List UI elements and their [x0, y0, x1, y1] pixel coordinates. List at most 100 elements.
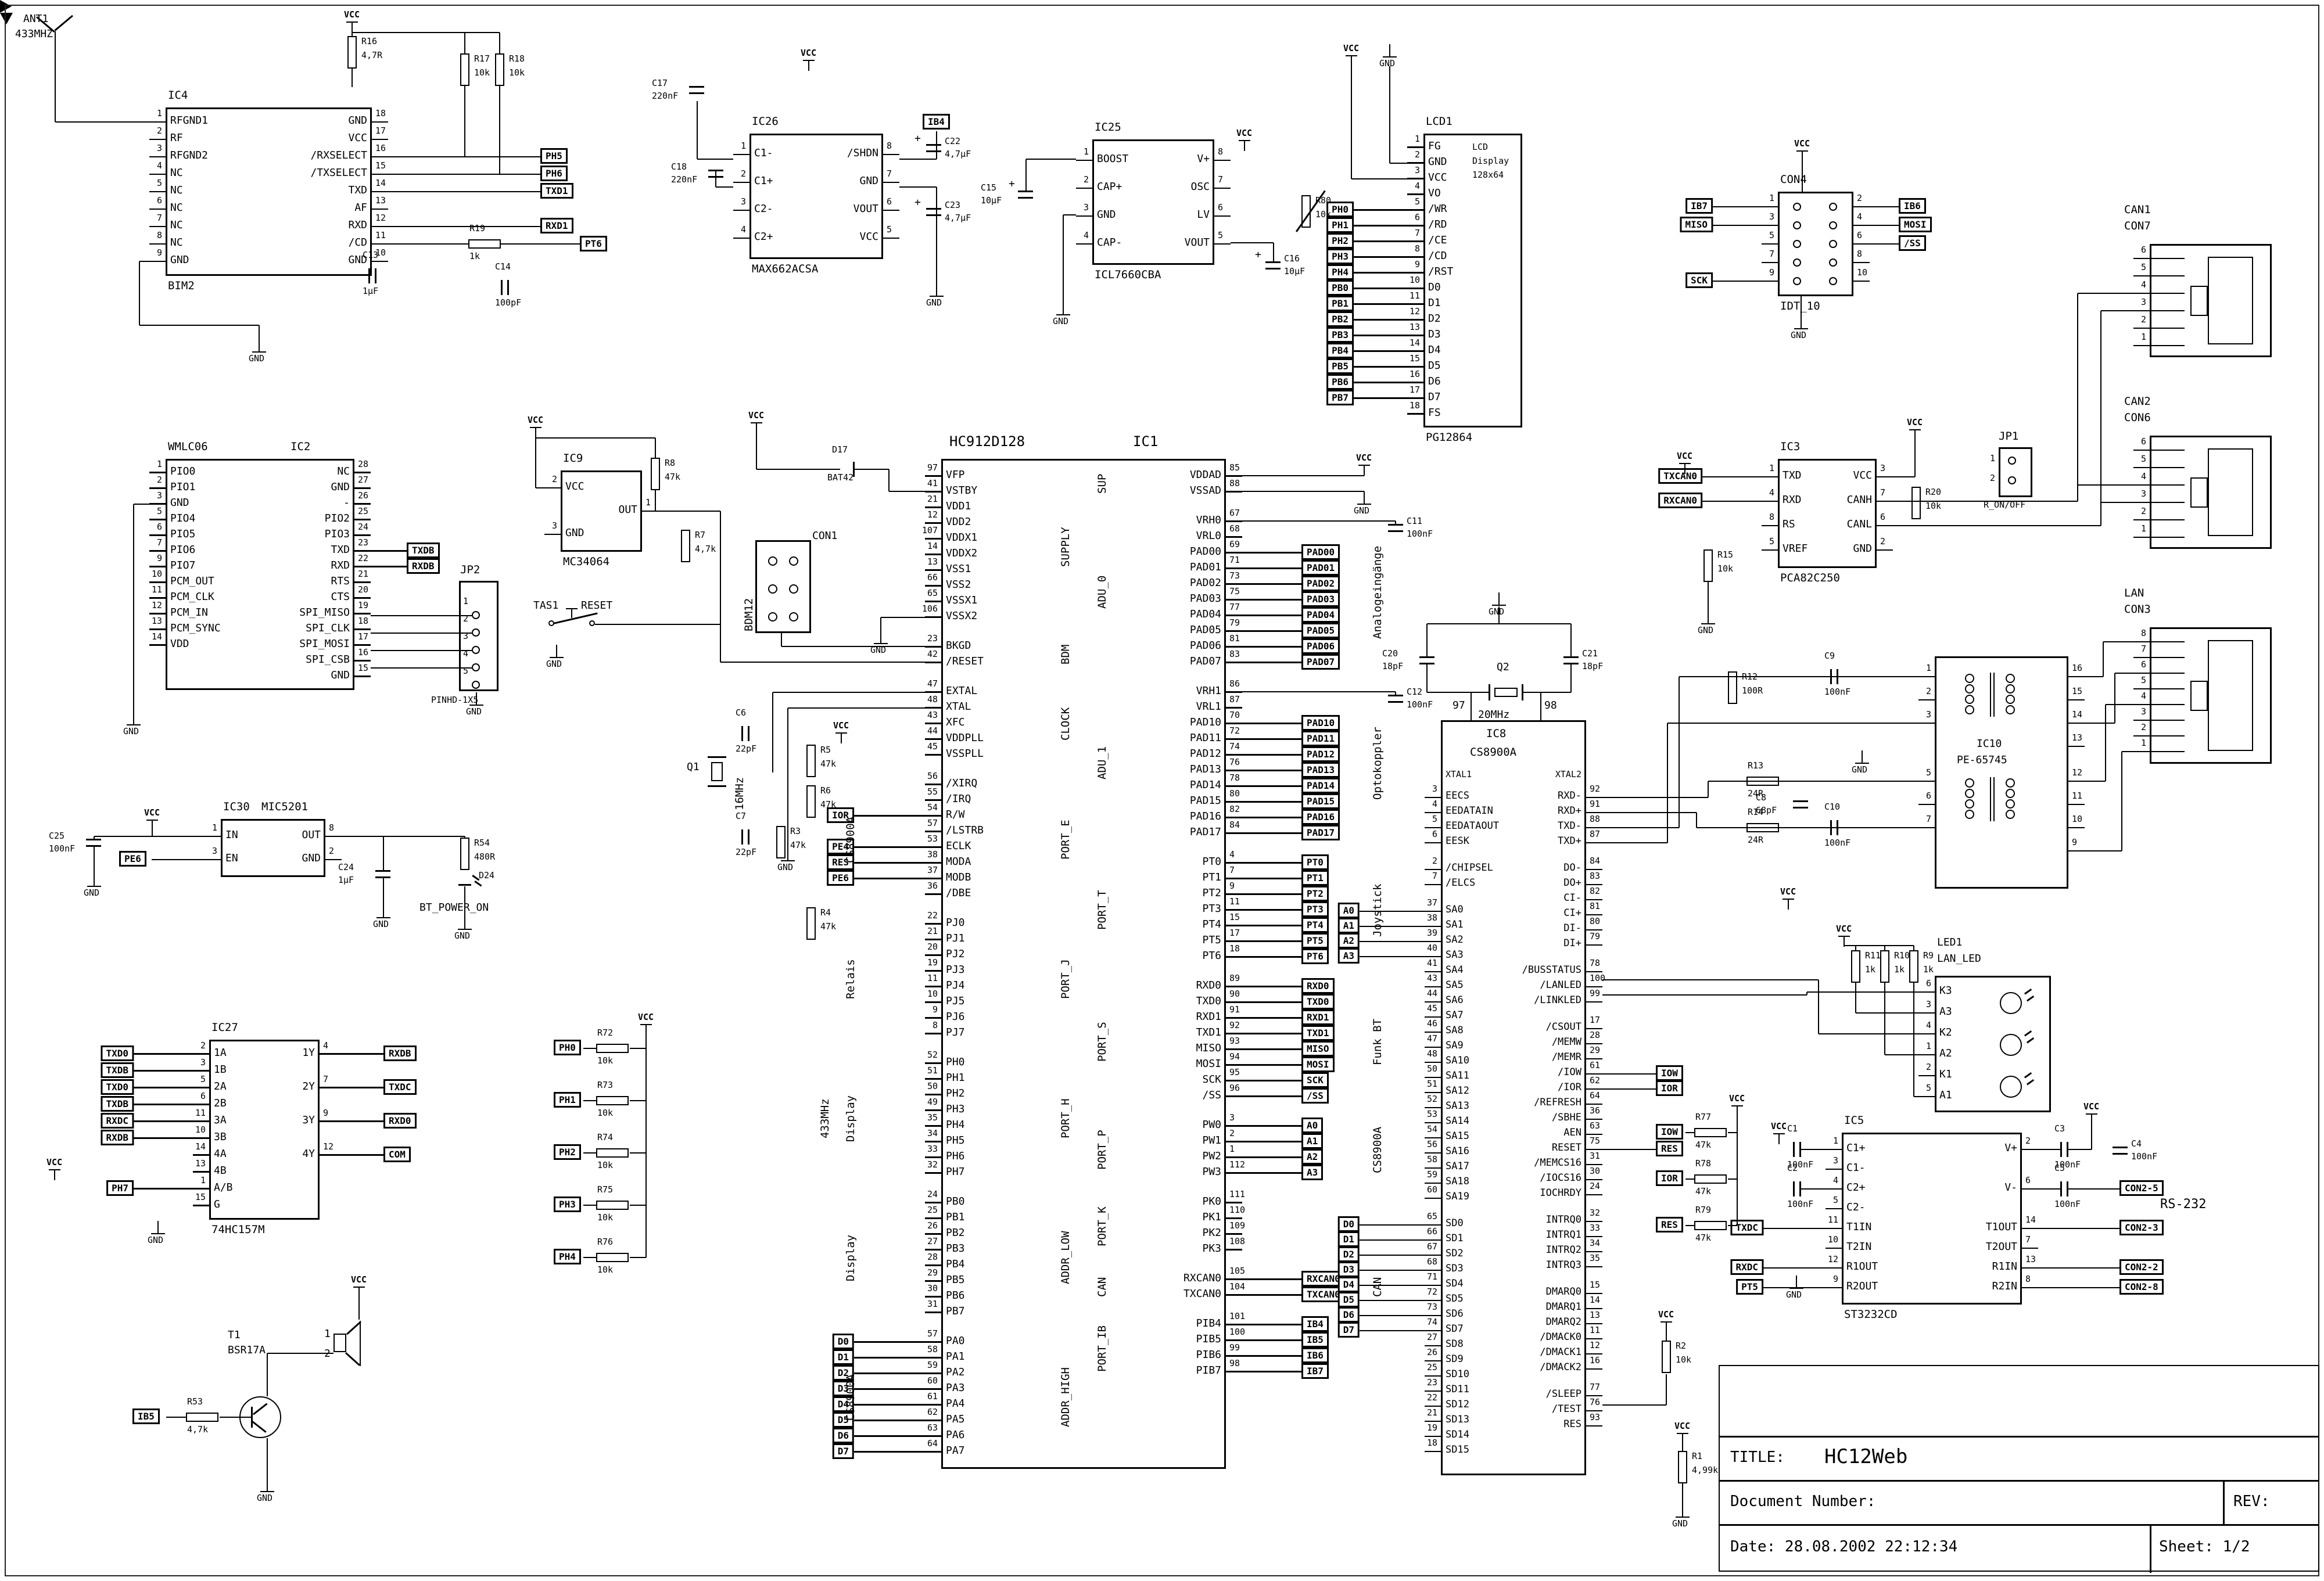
pin-stub	[1586, 1133, 1602, 1136]
pin-name: SA1	[1446, 919, 1464, 930]
flag-wire	[1354, 303, 1407, 305]
vcc-label: VCC	[1771, 1121, 1787, 1131]
pin-name: GND	[331, 480, 350, 493]
pin-number: 6	[2140, 436, 2146, 447]
gnd-stub	[132, 712, 135, 725]
flag-wire	[1354, 319, 1407, 321]
vcc-label: VCC	[833, 720, 849, 731]
pin-stub	[1586, 1266, 1602, 1268]
gnd-stub	[1707, 611, 1709, 624]
pin-stub	[1226, 491, 1242, 493]
pin-name: PK2	[1202, 1226, 1221, 1239]
pin-number: 12	[1827, 1254, 1838, 1264]
wire	[1389, 66, 1391, 163]
net-flag-PH2: PH2	[1326, 232, 1354, 249]
flag-wire	[1242, 615, 1301, 616]
pin-number: 105	[1229, 1265, 1246, 1276]
pin-name: INTRQ3	[1545, 1259, 1581, 1271]
wire	[756, 468, 831, 470]
pin-number: 18	[358, 615, 369, 626]
pin-stub	[925, 1078, 941, 1080]
cap-plate	[741, 829, 743, 845]
pin-number: 93	[1590, 1412, 1601, 1422]
pin-stub	[1407, 397, 1423, 399]
cap-plate	[1793, 807, 1808, 809]
pin-stub	[2133, 750, 2150, 753]
pin-number: 1	[156, 108, 162, 118]
pin-stub	[354, 550, 371, 552]
pin-stub	[354, 581, 371, 583]
wire	[2068, 827, 2085, 829]
part-value: 10k	[597, 1212, 614, 1223]
pin-number: 76	[1229, 756, 1240, 767]
resistor-R2	[1662, 1341, 1671, 1373]
pin-number: 28	[927, 1251, 938, 1262]
pin-name: D4	[1428, 343, 1441, 356]
pin-name: PCM_SYNC	[170, 621, 221, 634]
gnd-label: GND	[84, 887, 100, 898]
vcc-label: VCC	[1356, 452, 1372, 463]
pin-number: 34	[927, 1127, 938, 1138]
led-triangle	[0, 13, 13, 24]
pin-name: /SLEEP	[1545, 1388, 1581, 1400]
transistor-base-bar	[251, 1407, 253, 1428]
pin-number: 8	[329, 822, 335, 833]
annotation: LED1	[1937, 936, 1963, 948]
part-ref: C1	[1787, 1123, 1798, 1134]
part-ref: C17	[652, 78, 668, 88]
gnd-bar	[1056, 314, 1070, 316]
pin-stub	[1214, 215, 1231, 217]
pin-stub	[1214, 159, 1231, 161]
net-flag-A2: A2	[1301, 1148, 1324, 1165]
wire	[1893, 476, 1915, 478]
net-flag-A3: A3	[1301, 1164, 1324, 1180]
pin-number: 21	[1426, 1407, 1437, 1418]
pin-stub	[925, 1033, 941, 1034]
pin-stub	[1826, 1148, 1842, 1151]
pin-stub	[1762, 500, 1778, 502]
pin-name: /MEMW	[1551, 1036, 1581, 1048]
pin-stub	[1586, 1353, 1602, 1355]
gnd-label: GND	[1786, 1289, 1802, 1300]
wire	[645, 1035, 647, 1257]
pin-number: 59	[927, 1359, 938, 1370]
section-label: CAN	[1096, 1277, 1109, 1298]
pin-name: VO	[1428, 186, 1441, 199]
pin-stub	[1425, 910, 1441, 912]
flag-wire	[1602, 1148, 1656, 1151]
part-value: 100nF	[2054, 1199, 2081, 1209]
pin-name: C1-	[1846, 1162, 1866, 1174]
pin-number: 88	[1590, 814, 1601, 824]
pin-number: 3	[1880, 463, 1886, 473]
pin-number: 10	[151, 568, 162, 579]
pin-number: 3	[1083, 202, 1089, 213]
pin-name: MODB	[946, 871, 971, 883]
pin-number: 66	[927, 572, 938, 583]
pin-number: 4	[1857, 211, 1863, 222]
annotation: Q2	[1497, 661, 1509, 673]
pin-name: PA2	[946, 1366, 965, 1378]
chip-value: ICL7660CBA	[1095, 268, 1161, 281]
pin-stub	[1586, 1425, 1602, 1427]
wire	[1685, 1131, 1694, 1134]
pin-name: VDDX2	[946, 547, 978, 559]
pin-stub	[1425, 1360, 1441, 1362]
wire	[716, 186, 733, 188]
pin-name: SD1	[1446, 1233, 1464, 1244]
jack-pin	[2150, 310, 2185, 312]
diode-triangle	[0, 0, 12, 13]
vcc-label: VCC	[528, 415, 544, 425]
pin-name: TXD0	[1196, 994, 1221, 1007]
pin-number: 15	[195, 1191, 206, 1202]
wire	[352, 31, 500, 34]
pin-number: 7	[2025, 1234, 2031, 1245]
cap-plate	[1265, 261, 1281, 263]
flag-wire	[1354, 397, 1407, 399]
pin-number: 11	[375, 230, 386, 240]
pin-number: 84	[1229, 819, 1240, 830]
pin-number: 2	[2140, 722, 2146, 732]
cap-plate	[2067, 1181, 2068, 1196]
wire	[2122, 750, 2133, 753]
pin-name: GND	[1428, 155, 1447, 168]
pin-stub	[149, 534, 166, 536]
